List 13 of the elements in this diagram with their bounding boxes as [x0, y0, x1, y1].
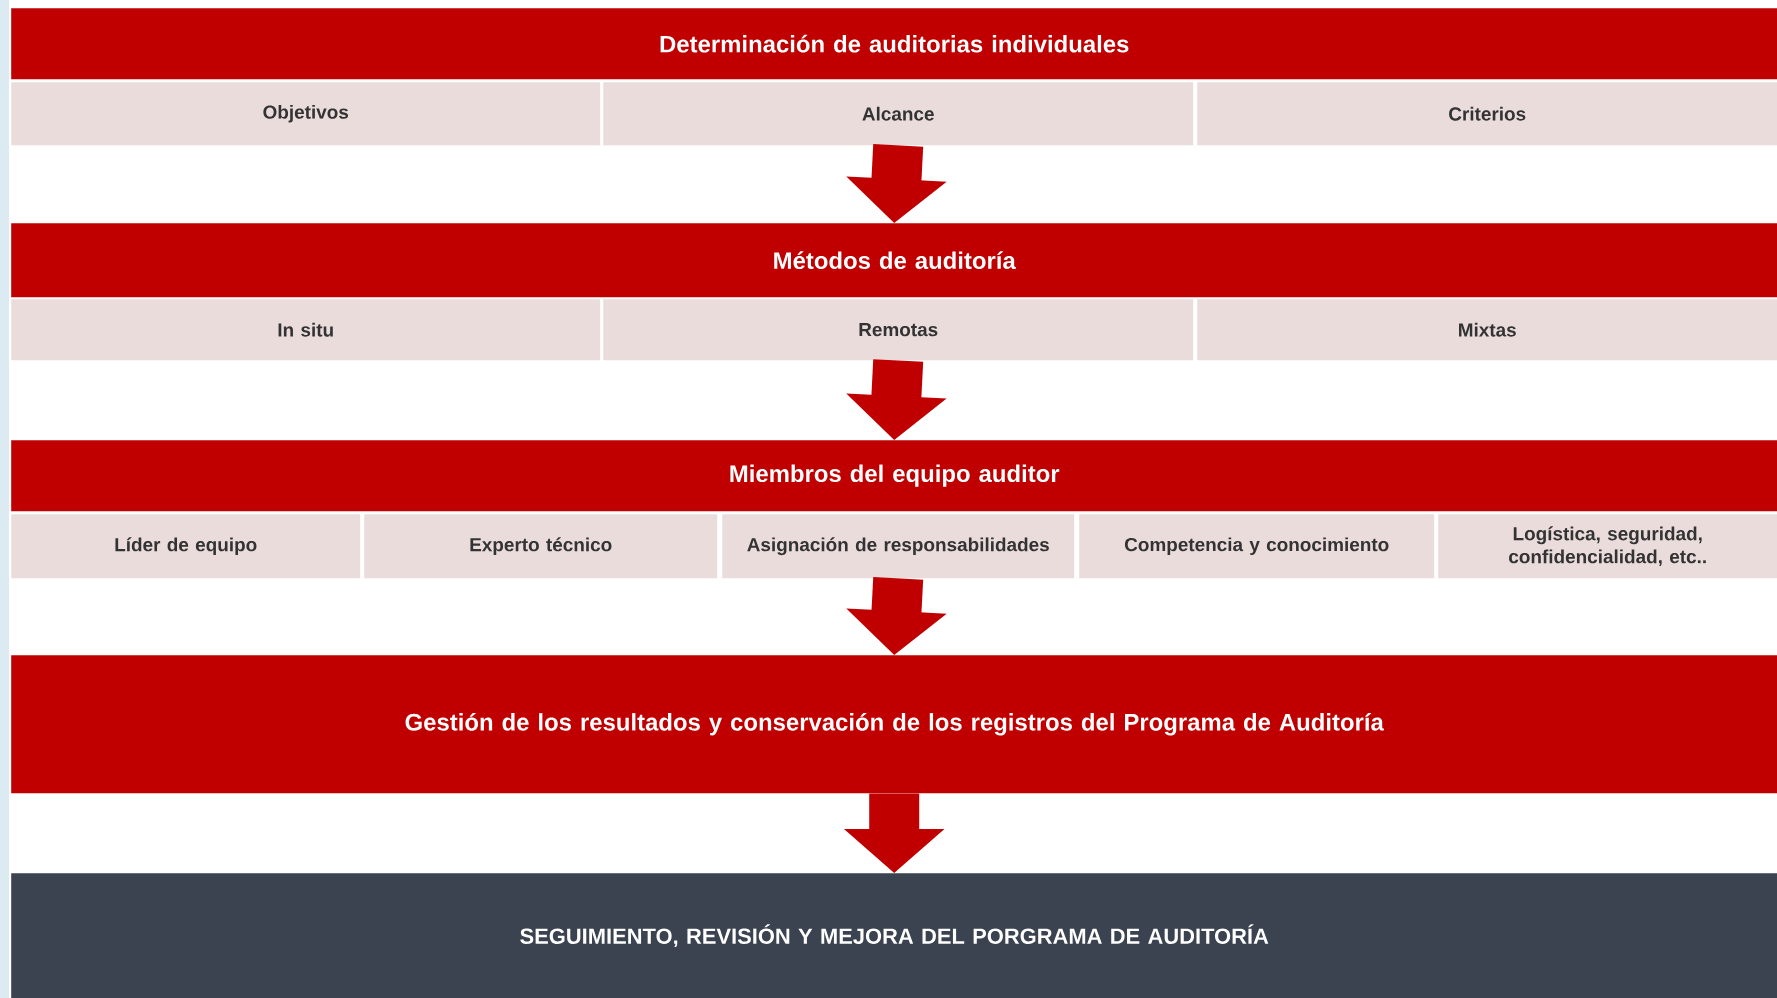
footer-band: SEGUIMIENTO, REVISIÓN Y MEJORA DEL PORGRAMA DE AUDITORÍA — [11, 873, 1777, 998]
table-cell: Logística, seguridad, confidencialidad, etc.. — [1438, 514, 1777, 579]
table-cell: Alcance — [603, 82, 1194, 146]
section-band: Determinación de auditorias individuales — [11, 8, 1777, 80]
table-cell: In situ — [11, 299, 601, 361]
table-cell: Competencia y conocimiento — [1079, 514, 1435, 579]
table-cell: Remotas — [603, 299, 1194, 361]
table-cell: Asignación de responsabilidades — [722, 514, 1075, 579]
table-cell: Mixtas — [1197, 299, 1777, 361]
table-cell: Experto técnico — [364, 514, 718, 579]
table-cell: Líder de equipo — [11, 514, 361, 579]
table-cell: Criterios — [1197, 82, 1777, 146]
table-cell: Objetivos — [11, 82, 601, 146]
